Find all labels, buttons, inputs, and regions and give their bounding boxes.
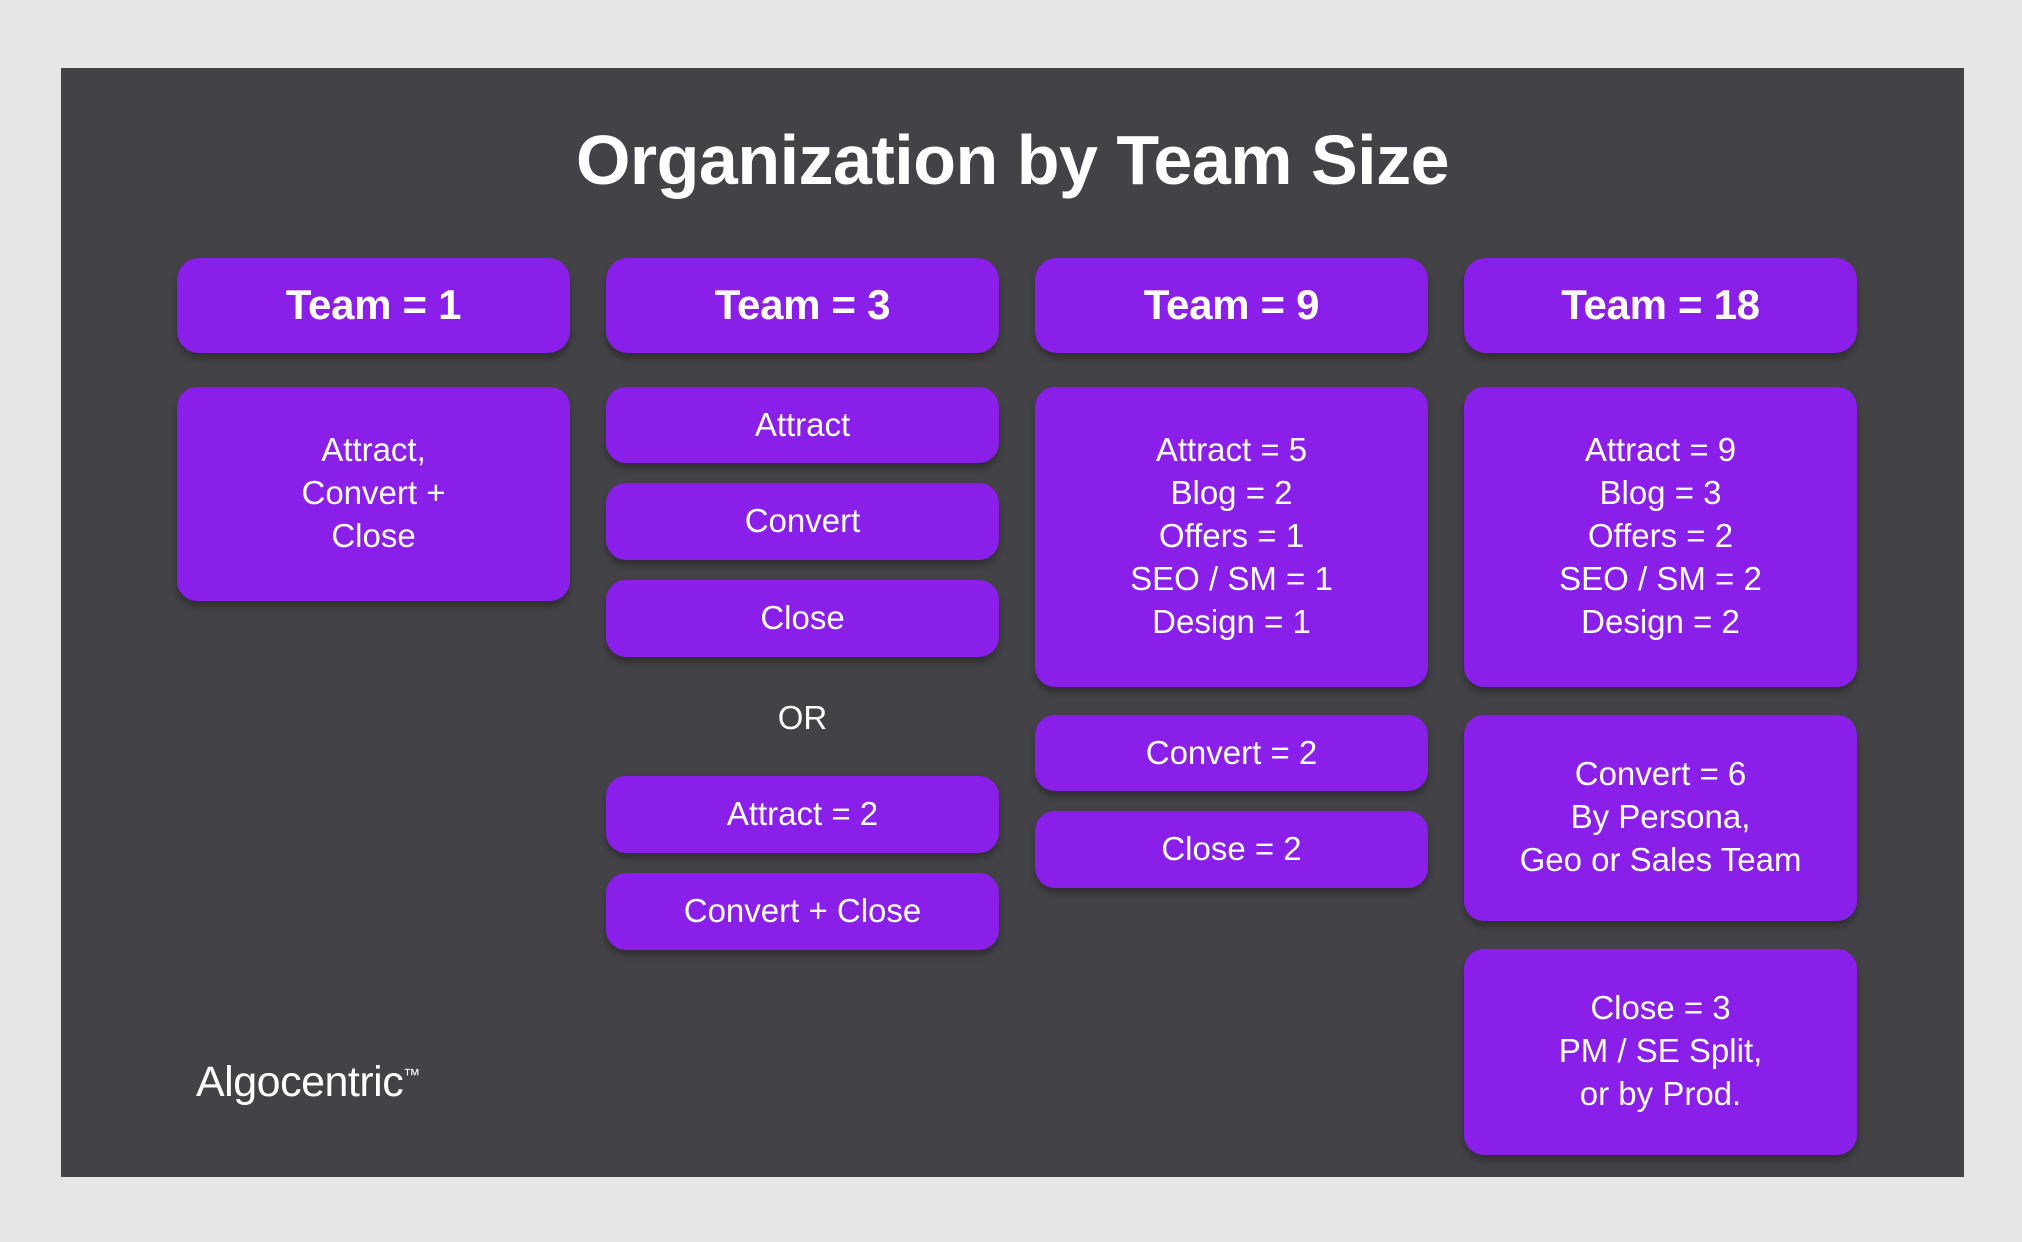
box-text: Convert = 6 By Persona, Geo or Sales Team bbox=[1520, 753, 1802, 882]
box-line: Close bbox=[331, 517, 416, 555]
spacer bbox=[606, 463, 999, 483]
box-line: Blog = 3 bbox=[1599, 474, 1722, 512]
box-text: Attract = 5 Blog = 2 Offers = 1 SEO / SM = … bbox=[1130, 429, 1333, 643]
box-text: Close bbox=[760, 597, 844, 640]
box-text: Attract = 9 Blog = 3 Offers = 2 SEO / SM = … bbox=[1559, 429, 1762, 643]
spacer bbox=[1035, 353, 1428, 387]
role-pill[interactable]: Convert = 2 bbox=[1035, 714, 1428, 792]
column-header-1[interactable]: Team = 1 bbox=[177, 258, 570, 353]
box-line: Attract, bbox=[321, 431, 426, 469]
role-pill[interactable]: Close bbox=[606, 580, 999, 658]
box-text: Attract = 2 bbox=[727, 793, 878, 836]
column-1: Team = 1 Attract, Convert + Close bbox=[177, 258, 570, 601]
box-text: Close = 3 PM / SE Split, or by Prod. bbox=[1559, 987, 1763, 1116]
box-line: Convert + Close bbox=[683, 892, 922, 930]
role-pill[interactable]: Close = 2 bbox=[1035, 811, 1428, 889]
role-pill[interactable]: Attract = 2 bbox=[606, 776, 999, 854]
box-line: Offers = 1 bbox=[1158, 517, 1305, 555]
box-text: Close = 2 bbox=[1161, 828, 1301, 871]
box-line: Attract = 5 bbox=[1155, 431, 1308, 469]
box-line: Convert = 6 bbox=[1574, 755, 1747, 793]
column-3: Team = 9 Attract = 5 Blog = 2 Offers = 1 SEO… bbox=[1035, 258, 1428, 889]
box-line: Offers = 2 bbox=[1587, 517, 1734, 555]
spacer bbox=[177, 353, 570, 387]
box-line: Close bbox=[760, 599, 845, 637]
box-line: Design = 1 bbox=[1152, 602, 1311, 640]
spacer bbox=[1464, 687, 1857, 715]
slide-panel: Organization by Team Size Team = 1 Attrac… bbox=[61, 68, 1964, 1177]
spacer bbox=[1035, 687, 1428, 715]
box-text: Convert = 2 bbox=[1146, 732, 1318, 775]
box-line: Convert + bbox=[301, 474, 446, 512]
box-line: By Persona, bbox=[1570, 798, 1751, 836]
column-header-4[interactable]: Team = 18 bbox=[1464, 258, 1857, 353]
brand-name: Algocentric bbox=[196, 1058, 404, 1106]
box-line: Blog = 2 bbox=[1170, 474, 1293, 512]
column-header-3[interactable]: Team = 9 bbox=[1035, 258, 1428, 353]
trademark-symbol: ™ bbox=[403, 1065, 421, 1085]
page-title: Organization by Team Size bbox=[575, 121, 1450, 199]
box-line: Close = 3 bbox=[1590, 989, 1731, 1027]
box-line: SEO / SM = 2 bbox=[1559, 560, 1762, 598]
spacer bbox=[1464, 353, 1857, 387]
box-line: Convert = 2 bbox=[1145, 733, 1318, 771]
box-line: Convert bbox=[744, 502, 861, 540]
info-box[interactable]: Attract, Convert + Close bbox=[177, 386, 570, 601]
info-box[interactable]: Attract = 9 Blog = 3 Offers = 2 SEO / SM = … bbox=[1464, 386, 1857, 687]
spacer bbox=[606, 560, 999, 580]
info-box[interactable]: Attract = 5 Blog = 2 Offers = 1 SEO / SM = … bbox=[1035, 386, 1428, 687]
box-line: Design = 2 bbox=[1581, 602, 1740, 640]
spacer bbox=[606, 353, 999, 387]
box-line: Attract = 9 bbox=[1584, 431, 1737, 469]
box-line: Attract bbox=[754, 405, 851, 443]
info-box[interactable]: Convert = 6 By Persona, Geo or Sales Team bbox=[1464, 714, 1857, 921]
column-4: Team = 18 Attract = 9 Blog = 3 Offers = 2 SE… bbox=[1464, 258, 1857, 1155]
box-text: Convert bbox=[745, 500, 861, 543]
or-divider-label: OR bbox=[777, 699, 828, 737]
box-line: Geo or Sales Team bbox=[1519, 841, 1802, 879]
spacer bbox=[606, 756, 999, 776]
box-text: Attract bbox=[755, 404, 850, 447]
spacer bbox=[606, 657, 999, 677]
box-line: Close = 2 bbox=[1161, 830, 1302, 868]
box-line: PM / SE Split, bbox=[1558, 1032, 1763, 1070]
column-header-2[interactable]: Team = 3 bbox=[606, 258, 999, 353]
role-pill[interactable]: Convert + Close bbox=[606, 873, 999, 951]
box-line: or by Prod. bbox=[1579, 1075, 1742, 1113]
columns-container: Team = 1 Attract, Convert + Close Team = 3 At… bbox=[177, 258, 1857, 1155]
box-text: Attract, Convert + Close bbox=[302, 429, 446, 558]
spacer bbox=[606, 853, 999, 873]
role-pill[interactable]: Attract bbox=[606, 386, 999, 464]
box-line: Attract = 2 bbox=[726, 795, 879, 833]
brand-logo: Algocentric™ bbox=[196, 1058, 420, 1107]
role-pill[interactable]: Convert bbox=[606, 483, 999, 561]
box-text: Convert + Close bbox=[684, 890, 922, 933]
info-box[interactable]: Close = 3 PM / SE Split, or by Prod. bbox=[1464, 948, 1857, 1155]
spacer bbox=[1035, 791, 1428, 811]
box-line: SEO / SM = 1 bbox=[1130, 560, 1333, 598]
spacer bbox=[1464, 921, 1857, 949]
